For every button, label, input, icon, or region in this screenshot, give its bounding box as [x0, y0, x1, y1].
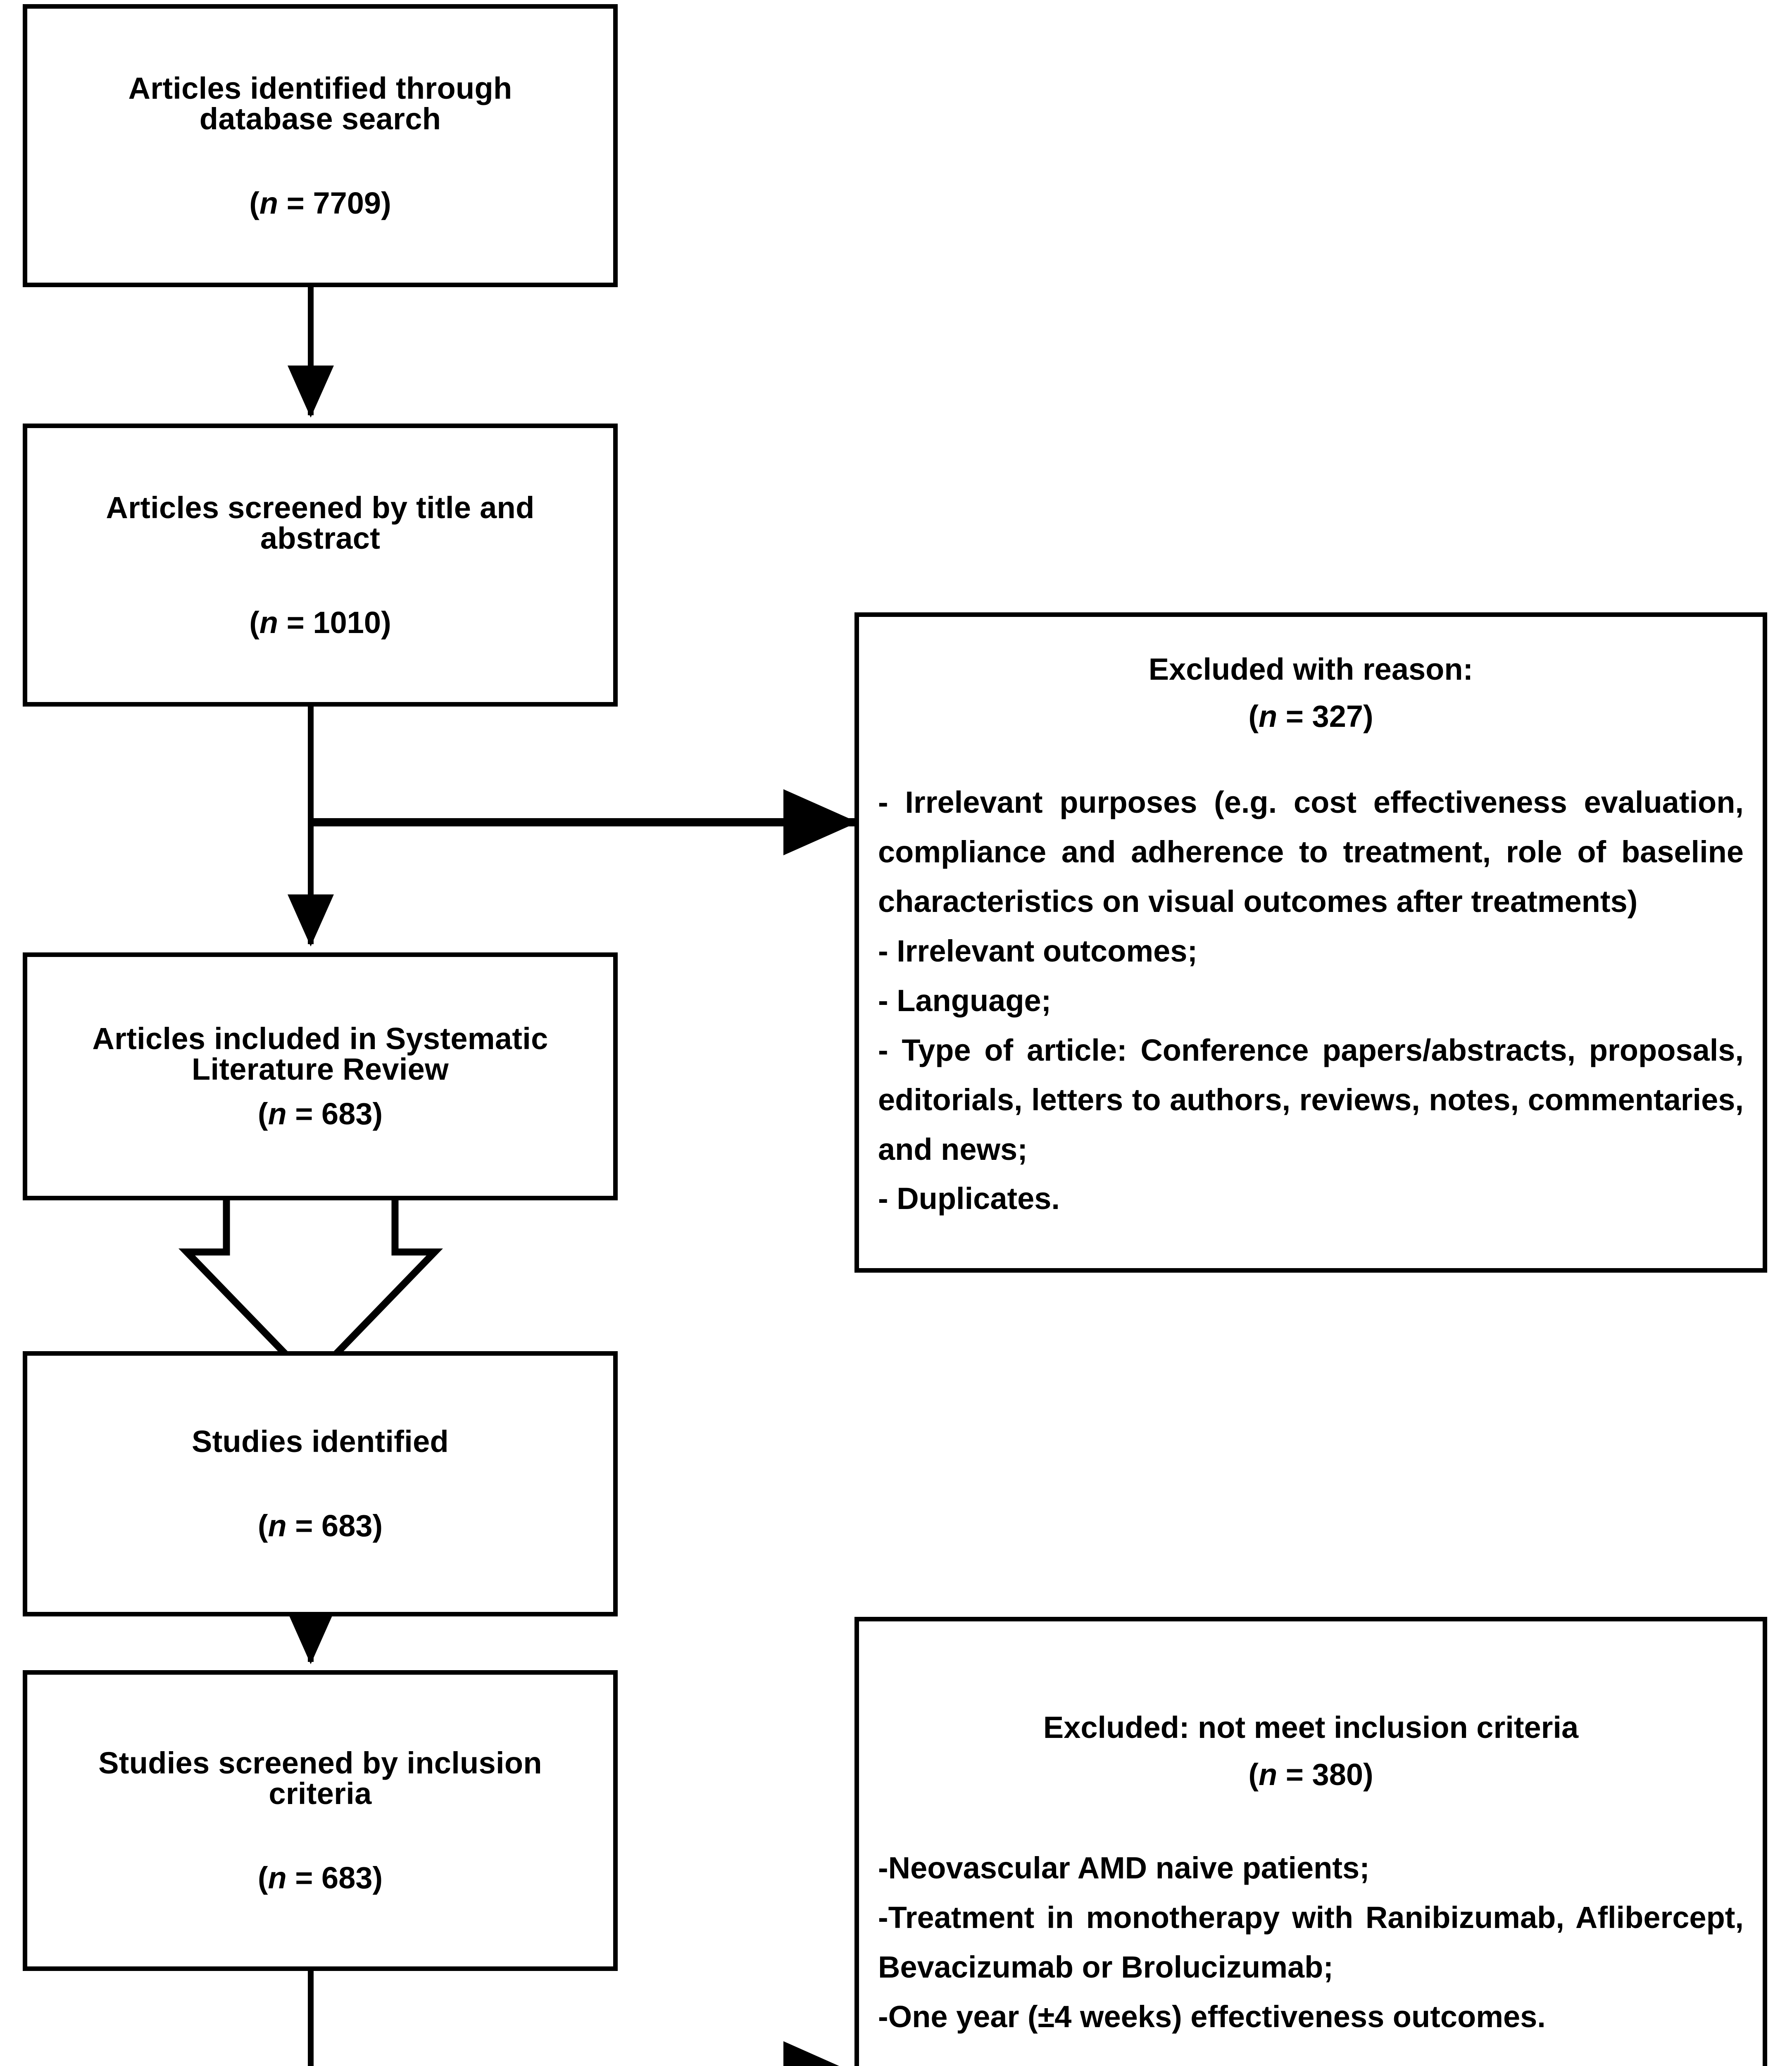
excluded-inclusion-item: -Neovascular AMD naive patients; — [878, 1851, 1370, 1885]
excluded-reason-item: - Irrelevant outcomes; — [878, 934, 1198, 968]
node-count: (n = 683) — [257, 1509, 383, 1543]
node-count: (n = 1010) — [249, 605, 391, 640]
node-articles-included-slr: Articles included in Systematic Literatu… — [23, 952, 618, 1200]
node-line: Articles identified through — [128, 71, 512, 105]
node-line: Studies screened by inclusion — [98, 1746, 542, 1780]
node-articles-identified: Articles identified through database sea… — [23, 4, 618, 287]
node-count: (n = 683) — [257, 1861, 383, 1895]
excluded-inclusion-heading: Excluded: not meet inclusion criteria — [1043, 1710, 1579, 1745]
box-excluded-with-reason: Excluded with reason: (n = 327) - Irrele… — [854, 612, 1767, 1273]
node-line: Articles screened by title and — [106, 490, 535, 525]
box-excluded-not-meet-inclusion-criteria: Excluded: not meet inclusion criteria (n… — [854, 1617, 1767, 2066]
node-line: abstract — [260, 521, 381, 555]
excluded-inclusion-item: -Treatment in monotherapy with Ranibizum… — [878, 1900, 1744, 1985]
excluded-inclusion-item: -One year (±4 weeks) effectiveness outco… — [878, 1999, 1546, 2034]
node-line: criteria — [269, 1776, 372, 1811]
excluded-reason-heading: Excluded with reason: — [1148, 652, 1473, 686]
node-line: database search — [199, 101, 441, 136]
node-line: Studies identified — [191, 1424, 449, 1459]
node-studies-identified: Studies identified (n = 683) — [23, 1351, 618, 1616]
node-line: Literature Review — [192, 1052, 449, 1086]
excluded-reason-count: (n = 327) — [1248, 699, 1373, 733]
excluded-reason-item: - Duplicates. — [878, 1181, 1060, 1216]
excluded-inclusion-count: (n = 380) — [1248, 1757, 1373, 1792]
excluded-reason-item: - Language; — [878, 983, 1052, 1018]
excluded-reason-item: - Type of article: Conference papers/abs… — [878, 1033, 1744, 1166]
node-count: (n = 683) — [257, 1097, 383, 1131]
node-studies-screened-inclusion: Studies screened by inclusion criteria (… — [23, 1670, 618, 1971]
node-line: Articles included in Systematic — [92, 1021, 548, 1056]
node-count: (n = 7709) — [249, 186, 391, 220]
node-articles-screened-title-abstract: Articles screened by title and abstract … — [23, 424, 618, 707]
excluded-reason-item: - Irrelevant purposes (e.g. cost effecti… — [878, 785, 1744, 919]
